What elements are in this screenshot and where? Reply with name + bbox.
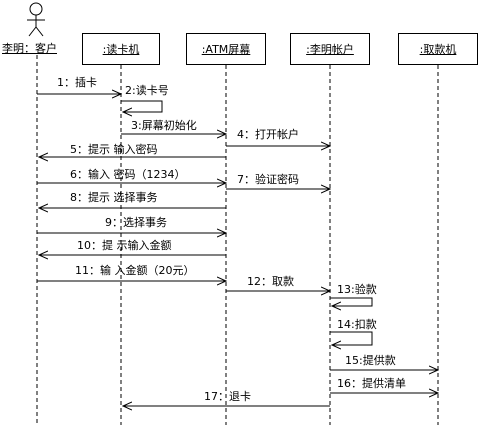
message-label-m4: 4：打开帐户 — [237, 128, 299, 141]
message-label-m12: 12：取款 — [247, 275, 294, 288]
message-label-m13: 13:验款 — [337, 283, 377, 296]
message-label-m3: 3:屏幕初始化 — [131, 119, 197, 132]
actor-label: 李明：客户 — [2, 42, 57, 55]
arrow-m13 — [330, 297, 373, 306]
object-account: :李明帐户 — [290, 33, 370, 65]
object-screen-label: :ATM屏幕 — [201, 43, 251, 56]
message-label-m7: 7：验证密码 — [237, 173, 299, 186]
object-reader: :读卡机 — [82, 33, 160, 65]
object-reader-label: :读卡机 — [102, 43, 140, 56]
message-label-m10: 10：提 示输入金额 — [77, 239, 172, 252]
message-label-m6: 6：输入 密码（1234） — [70, 168, 186, 181]
arrow-m14 — [330, 331, 373, 345]
message-label-m15: 15:提供款 — [345, 354, 396, 367]
object-dispenser: :取款机 — [398, 33, 478, 65]
object-account-label: :李明帐户 — [306, 43, 354, 56]
message-label-m5: 5：提示 输入密码 — [70, 143, 158, 156]
message-label-m9: 9：选择事务 — [105, 216, 167, 229]
arrow-m2 — [121, 100, 163, 112]
message-label-m8: 8：提示 选择事务 — [70, 191, 158, 204]
object-dispenser-label: :取款机 — [419, 43, 457, 56]
message-label-m2: 2:读卡号 — [125, 84, 169, 97]
message-label-m17: 17：退卡 — [204, 390, 251, 403]
message-label-m14: 14:扣款 — [337, 318, 377, 331]
message-label-m11: 11：输 入金额（20元） — [75, 264, 195, 277]
object-screen: :ATM屏幕 — [186, 33, 266, 65]
message-label-m16: 16：提供清单 — [337, 377, 406, 390]
actor-figure — [27, 2, 45, 37]
message-label-m1: 1：插卡 — [57, 76, 97, 89]
